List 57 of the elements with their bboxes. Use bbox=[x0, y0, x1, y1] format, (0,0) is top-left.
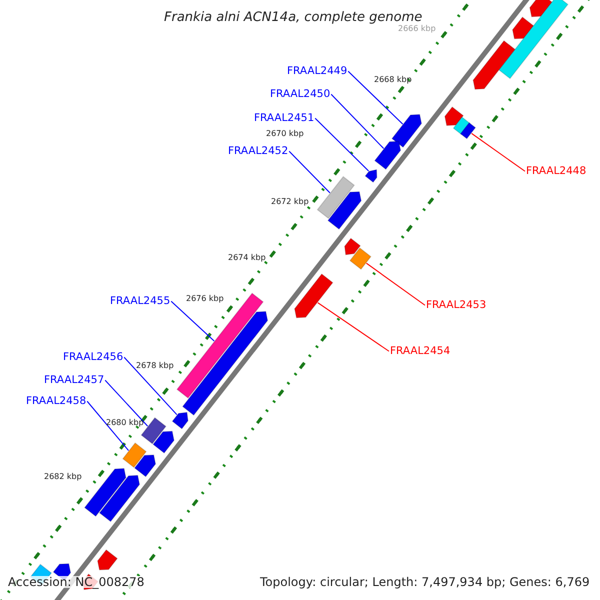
gene-block bbox=[176, 292, 264, 399]
gene-block bbox=[374, 140, 402, 170]
gene-block bbox=[344, 238, 361, 256]
gene-block bbox=[84, 468, 126, 517]
leader-line bbox=[314, 118, 370, 172]
gene-label: FRAAL2456 bbox=[63, 352, 124, 362]
leader-line bbox=[348, 70, 404, 125]
position-label: 2680 kbp bbox=[106, 419, 144, 427]
gene-label: FRAAL2458 bbox=[26, 396, 86, 406]
gene-block bbox=[152, 430, 175, 454]
gene-block bbox=[182, 311, 268, 416]
gene-block bbox=[391, 114, 422, 148]
position-label: 2672 kbp bbox=[271, 198, 309, 206]
leader-line bbox=[288, 150, 330, 194]
gene-label: FRAAL2448 bbox=[526, 166, 586, 176]
gene-block bbox=[460, 122, 476, 140]
gene-block bbox=[316, 176, 355, 220]
position-label: 2666 kbp bbox=[398, 25, 436, 33]
gene-block bbox=[134, 454, 156, 478]
gene-block bbox=[172, 412, 189, 430]
gene-block bbox=[512, 16, 534, 40]
leader-line bbox=[366, 262, 426, 306]
gene-label: FRAAL2457 bbox=[44, 375, 104, 386]
gene-block bbox=[98, 474, 140, 522]
gene-block bbox=[364, 169, 378, 183]
leader-line bbox=[317, 302, 390, 352]
leader-line bbox=[86, 400, 130, 452]
position-label: 2678 kbp bbox=[136, 362, 174, 370]
gene-label: FRAAL2450 bbox=[270, 89, 330, 100]
gene-label: FRAAL2454 bbox=[390, 346, 450, 356]
position-label: 2676 kbp bbox=[186, 295, 224, 303]
gene-block bbox=[529, 0, 553, 18]
gene-label: FRAAL2449 bbox=[287, 66, 348, 76]
gene-block bbox=[327, 191, 362, 230]
leader-line bbox=[104, 380, 148, 427]
gene-block bbox=[349, 247, 372, 270]
gene-label: FRAAL2451 bbox=[254, 113, 314, 124]
position-label: 2670 kbp bbox=[266, 130, 304, 138]
gene-block bbox=[97, 549, 118, 570]
leader-line bbox=[124, 356, 178, 416]
leader-line bbox=[471, 132, 526, 172]
gene-block bbox=[444, 106, 464, 126]
leader-line bbox=[330, 94, 384, 149]
gene-block bbox=[122, 442, 147, 468]
info-text: Accession: NC_008278 bbox=[8, 576, 144, 588]
position-label: 2674 kbp bbox=[228, 254, 266, 262]
leader-line bbox=[170, 300, 215, 342]
position-label: 2682 kbp bbox=[44, 473, 82, 481]
gene-block bbox=[498, 0, 569, 80]
gene-label: FRAAL2452 bbox=[228, 146, 288, 156]
gene-label: FRAAL2455 bbox=[110, 296, 170, 306]
title: Frankia alni ACN14a, complete genome bbox=[164, 11, 422, 24]
info-text: Topology: circular; Length: 7,497,934 bp; Genes: 6,769 bbox=[260, 576, 590, 588]
gene-block bbox=[294, 273, 334, 318]
gene-label: FRAAL2453 bbox=[426, 300, 486, 310]
position-label: 2668 kbp bbox=[374, 76, 412, 84]
gene-block bbox=[472, 40, 516, 90]
